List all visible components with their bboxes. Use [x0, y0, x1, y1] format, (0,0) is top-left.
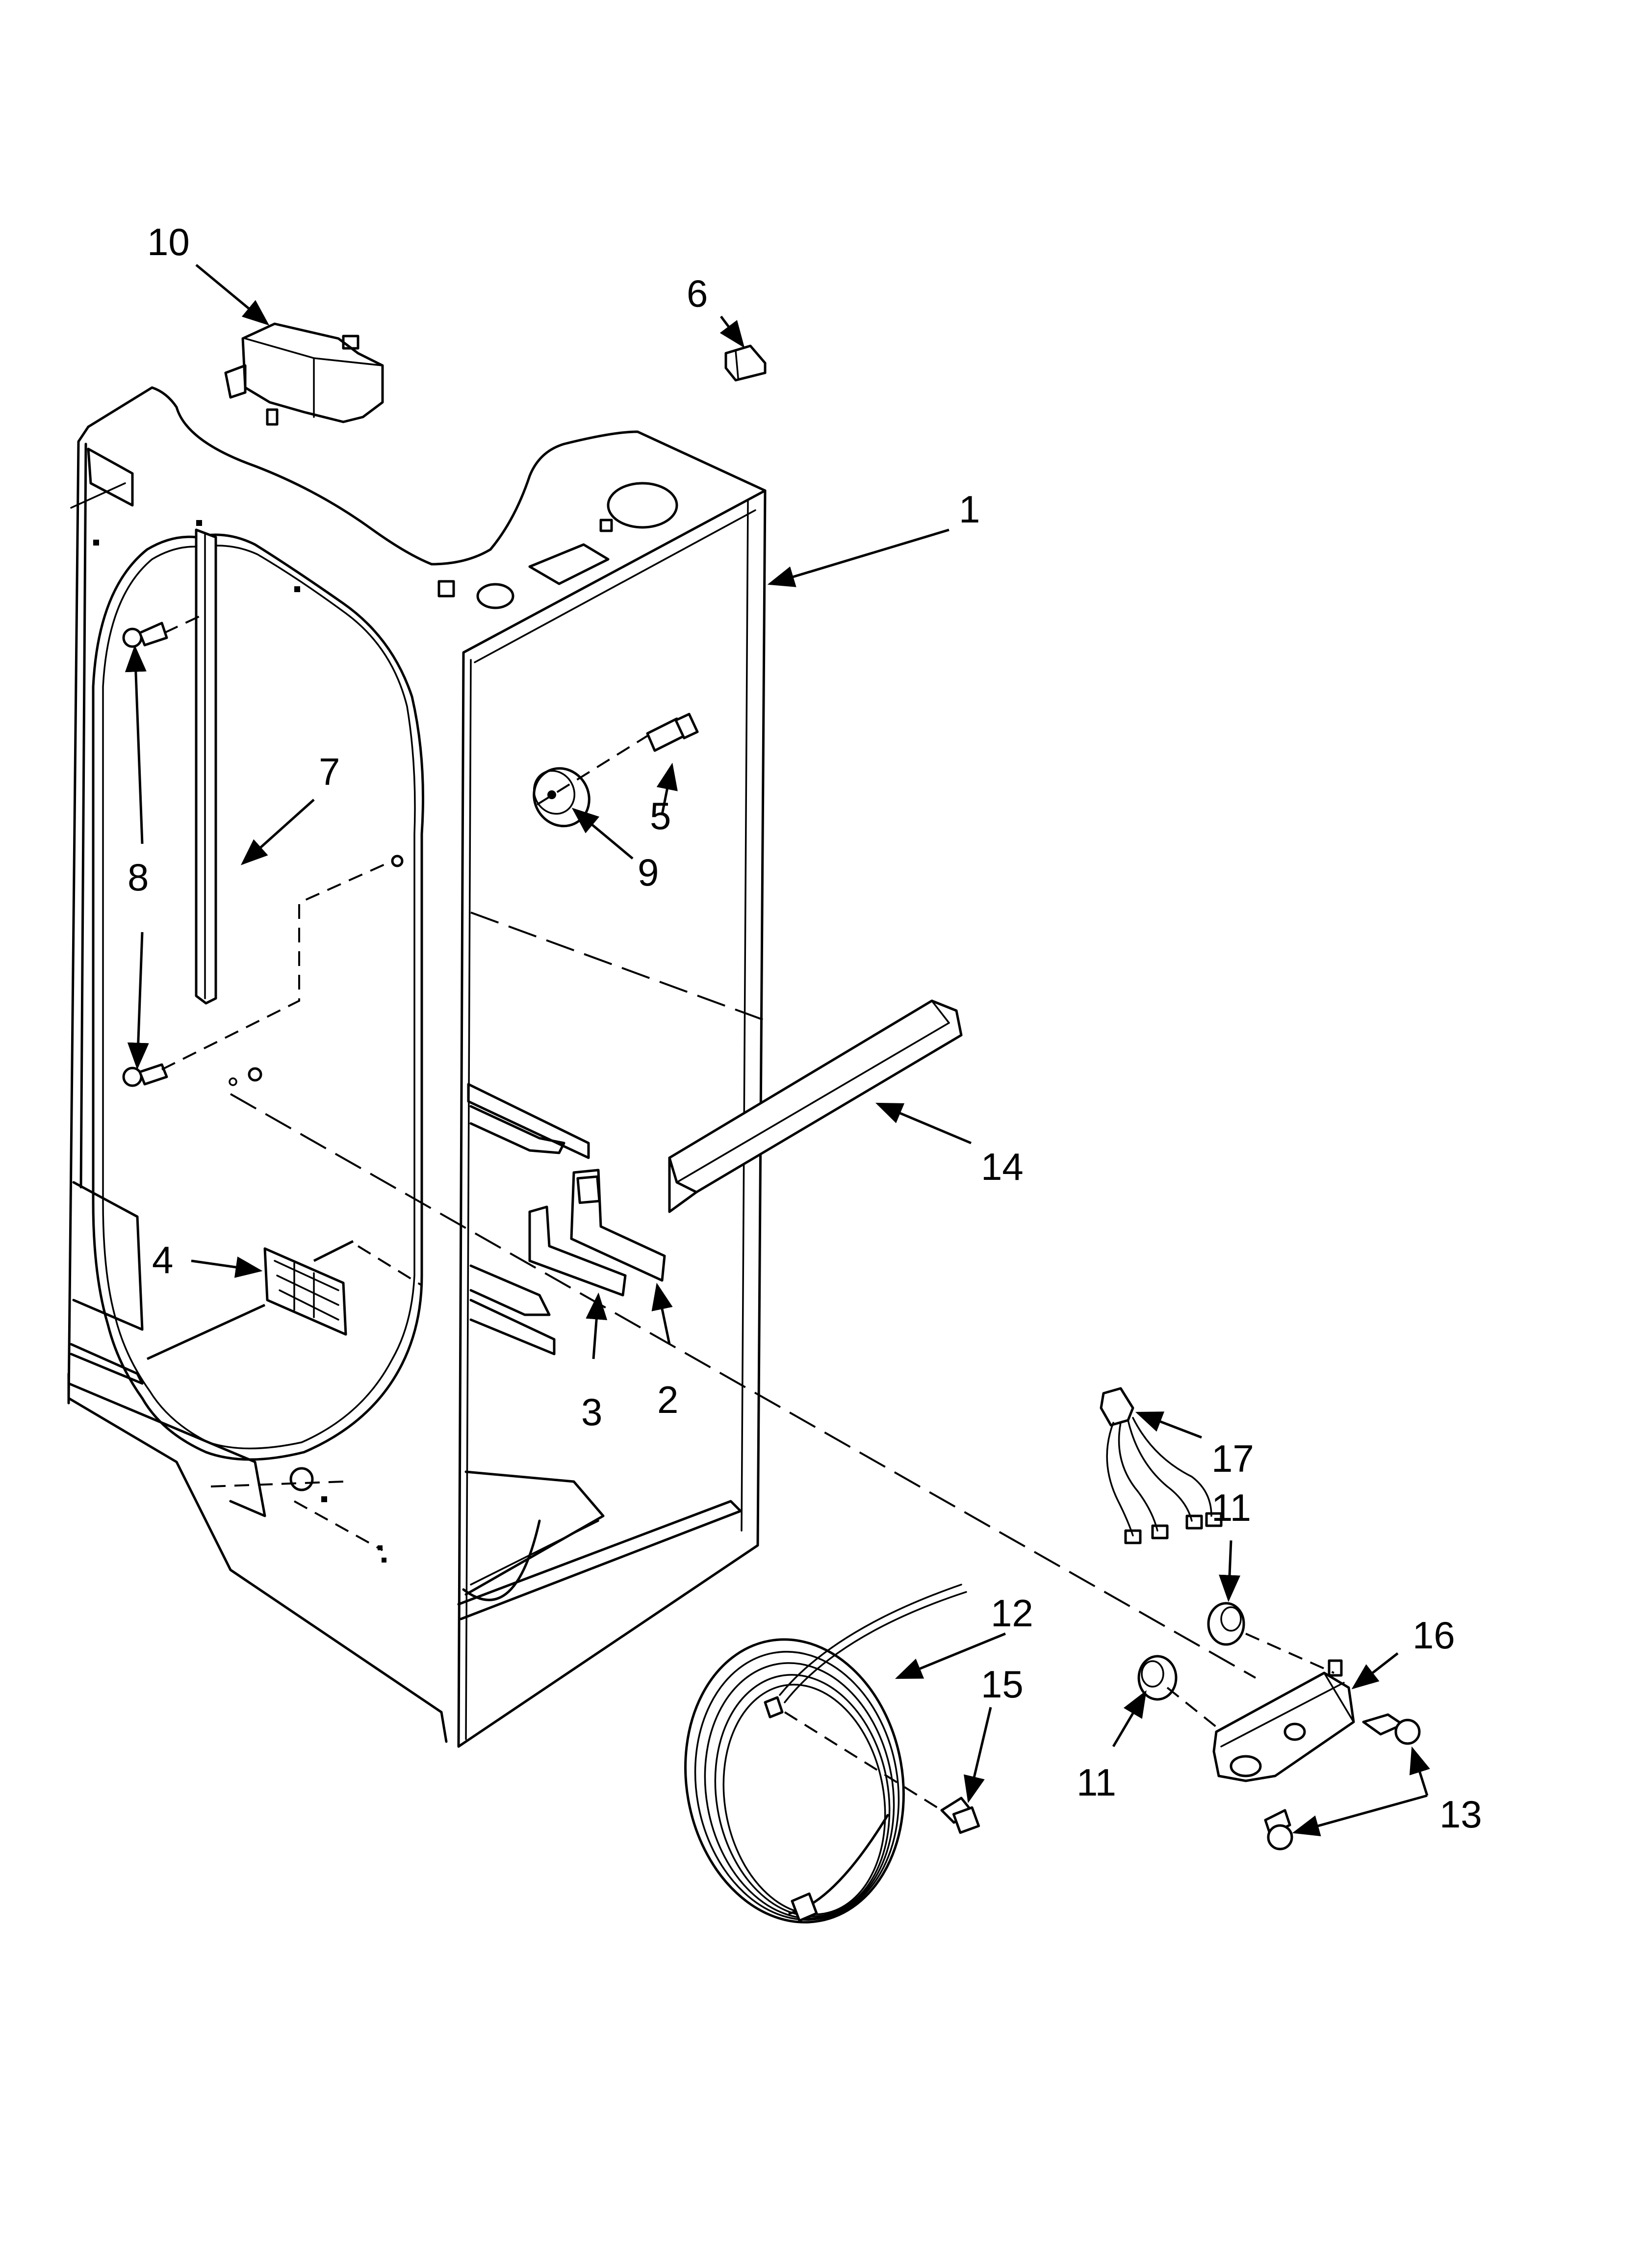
callout-1: 1 — [959, 488, 980, 531]
callout-16: 16 — [1412, 1614, 1455, 1657]
callout-6: 6 — [687, 272, 708, 315]
screw-part-5 — [646, 713, 699, 752]
callout-7: 7 — [319, 750, 340, 793]
callout-5: 5 — [650, 794, 671, 837]
clip-part-6 — [724, 344, 767, 382]
callout-11-lower: 11 — [1077, 1761, 1116, 1804]
callout-3: 3 — [581, 1390, 602, 1434]
bracket-part-16 — [1212, 1659, 1355, 1782]
liner-cabinet-part — [67, 386, 767, 1748]
callout-9: 9 — [638, 851, 659, 894]
control-housing-part-10 — [224, 322, 384, 426]
callout-13: 13 — [1439, 1793, 1482, 1836]
vertical-rail-part-7 — [195, 528, 217, 1005]
coiled-tubing-part-12 — [684, 1584, 967, 1924]
screw-part-13-upper — [1362, 1713, 1421, 1745]
callout-8: 8 — [128, 856, 149, 899]
callout-17: 17 — [1211, 1437, 1254, 1480]
screw-part-13-lower — [1264, 1809, 1293, 1851]
callout-15: 15 — [981, 1663, 1024, 1706]
wiring-harness-part-17 — [1100, 1387, 1223, 1544]
screw-part-8-lower — [122, 1063, 168, 1087]
callout-2: 2 — [657, 1378, 678, 1421]
screw-part-8-upper — [122, 622, 168, 648]
grommet-part-11-upper — [1207, 1602, 1245, 1646]
callout-labels: 1 2 3 4 5 6 7 8 9 10 11 11 12 13 14 15 1… — [128, 220, 1482, 1836]
callout-14: 14 — [981, 1145, 1024, 1188]
callout-10: 10 — [147, 220, 190, 263]
callout-11-upper: 11 — [1211, 1486, 1251, 1529]
thermostat-knob-part-9 — [533, 767, 590, 828]
vent-cover-part-4 — [263, 1247, 347, 1336]
callout-leaders — [125, 264, 1430, 1836]
bracket-part-3 — [528, 1205, 627, 1297]
callout-4: 4 — [152, 1238, 173, 1281]
grommet-part-11-lower — [1137, 1655, 1178, 1701]
callout-12: 12 — [991, 1591, 1033, 1635]
screw-part-15 — [940, 1797, 980, 1834]
shelf-rail-part-14 — [668, 999, 963, 1213]
alignment-lines — [161, 612, 1334, 1811]
bracket-part-2 — [570, 1169, 666, 1282]
